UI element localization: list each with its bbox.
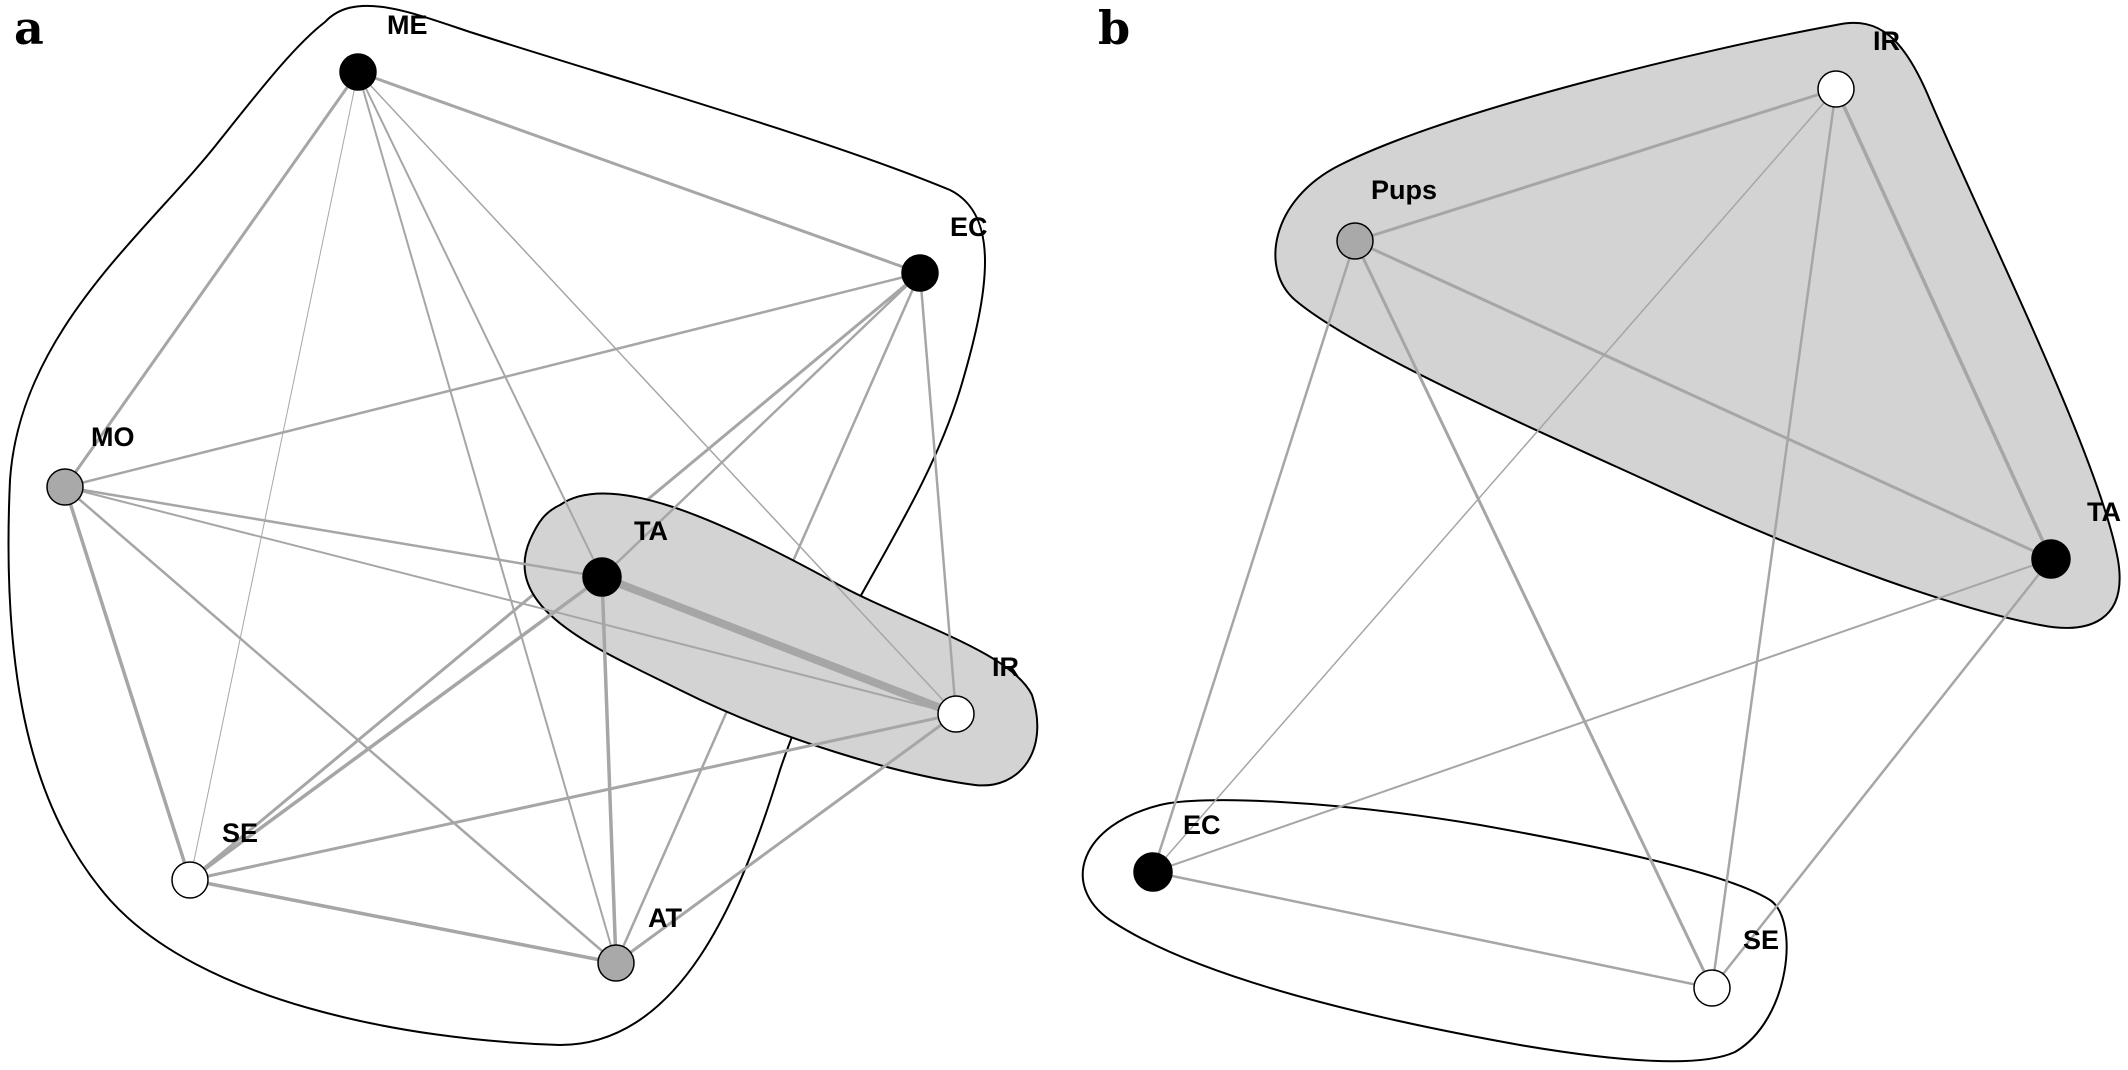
node-me xyxy=(339,53,377,91)
group-hull-me-ec-mo-se-at xyxy=(7,4,986,1047)
edge-mo-se xyxy=(63,485,192,882)
edge-pups-ec xyxy=(1151,239,1357,874)
edge-ir-se xyxy=(188,712,958,882)
node-se xyxy=(1693,969,1731,1007)
node-label-pups: Pups xyxy=(1371,175,1437,205)
edge-ta-ec xyxy=(1152,558,2052,873)
edge-mo-ir xyxy=(64,486,957,715)
edge-ir-se xyxy=(1710,87,1838,990)
edges-panel-b xyxy=(1151,87,2053,990)
node-label-ec: EC xyxy=(1183,810,1221,840)
node-ir xyxy=(937,695,975,733)
group-hull-ta-ir xyxy=(523,492,1039,787)
node-label-ec: EC xyxy=(950,212,988,242)
node-label-se: SE xyxy=(222,818,258,848)
node-mo xyxy=(46,468,84,506)
edge-ir-ta xyxy=(1834,87,2053,561)
node-pups xyxy=(1336,222,1374,260)
panel-letter-a: a xyxy=(14,1,44,55)
group-hull-ir-pups-ta xyxy=(1274,21,2121,629)
node-label-ta: TA xyxy=(634,516,668,546)
edge-ta-at xyxy=(600,575,618,965)
node-se xyxy=(171,861,209,899)
panel-a: a ME EC MO TA IR SE AT xyxy=(7,1,1039,1047)
edge-pups-se xyxy=(1353,239,1714,990)
node-ta xyxy=(2031,539,2071,579)
node-label-ir: IR xyxy=(992,652,1019,682)
node-label-at: AT xyxy=(648,903,682,933)
edge-mo-ta xyxy=(63,485,604,579)
edge-ec-mo xyxy=(63,271,922,489)
node-ec xyxy=(1133,852,1173,892)
edge-ta-se xyxy=(188,575,604,882)
edge-mo-at xyxy=(63,485,618,965)
edges-panel-a xyxy=(63,70,922,965)
edge-ir-pups xyxy=(1353,87,1838,243)
edges-panel-a-overlay xyxy=(63,71,960,965)
panel-b: b IR Pups TA EC SE xyxy=(1081,1,2121,1063)
node-label-se: SE xyxy=(1743,925,1779,955)
edge-me-se xyxy=(189,71,359,881)
edge-me-ec xyxy=(356,70,922,275)
edge-ta-ir xyxy=(598,573,960,718)
node-label-me: ME xyxy=(387,10,428,40)
node-label-ta: TA xyxy=(2087,497,2121,527)
node-label-mo: MO xyxy=(91,422,135,452)
node-ec xyxy=(901,254,939,292)
edge-me-mo xyxy=(63,70,360,489)
node-ir xyxy=(1817,70,1855,108)
edge-ta-se xyxy=(1710,557,2053,990)
edge-me-at xyxy=(357,71,617,964)
edge-me-ta xyxy=(357,71,603,578)
node-at xyxy=(597,944,635,982)
edge-se-at xyxy=(188,878,618,965)
edge-ec-se xyxy=(1151,870,1714,990)
edge-ir-ec xyxy=(1152,88,1837,873)
edge-pups-ta xyxy=(1353,239,2053,561)
edge-me-ir xyxy=(357,71,957,715)
edge-ec-ir xyxy=(918,271,958,716)
group-hull-ec-se xyxy=(1081,799,1788,1063)
edge-ir-at xyxy=(614,712,958,965)
edge-ec-ta xyxy=(600,271,922,579)
node-label-ir: IR xyxy=(1873,26,1900,56)
node-ta xyxy=(582,557,622,597)
panel-letter-b: b xyxy=(1098,1,1130,55)
